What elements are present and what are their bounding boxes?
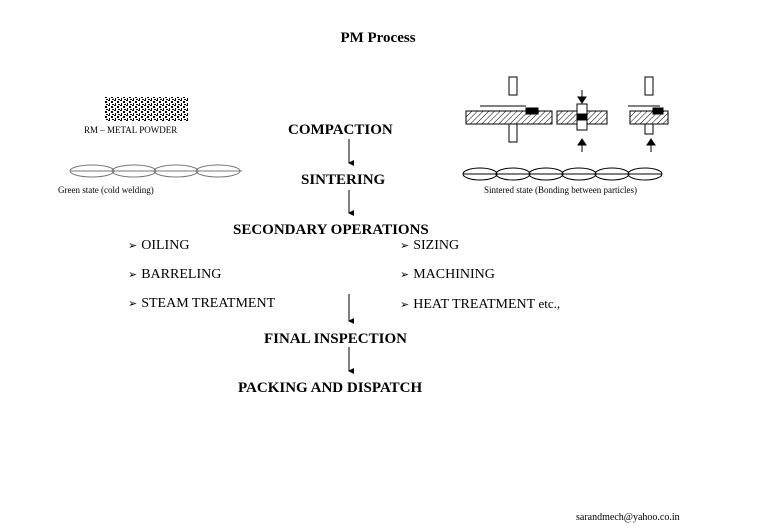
bullet-arrow-icon: ➢ bbox=[128, 298, 138, 310]
metal-powder-image bbox=[104, 97, 188, 121]
stage-sintering: SINTERING bbox=[301, 172, 386, 188]
operation-item: ➢MACHINING bbox=[400, 267, 495, 283]
bullet-arrow-icon: ➢ bbox=[400, 299, 410, 311]
metal-powder-label: RM – METAL POWDER bbox=[84, 125, 178, 135]
stage-packing-dispatch: PACKING AND DISPATCH bbox=[238, 380, 423, 396]
green-state-label: Green state (cold welding) bbox=[58, 185, 154, 195]
operation-label: MACHINING bbox=[413, 267, 495, 282]
operation-label: OILING bbox=[141, 238, 190, 253]
sintered-state-label: Sintered state (Bonding between particle… bbox=[484, 185, 637, 195]
sintered-state-image bbox=[462, 167, 663, 181]
bullet-arrow-icon: ➢ bbox=[128, 269, 138, 281]
operation-item: ➢HEAT TREATMENT etc., bbox=[400, 296, 560, 313]
green-state-image bbox=[69, 164, 242, 178]
stage-secondary-operations: SECONDARY OPERATIONS bbox=[233, 222, 429, 238]
operation-item: ➢STEAM TREATMENT bbox=[128, 296, 275, 312]
operation-item: ➢SIZING bbox=[400, 238, 459, 254]
page-title: PM Process bbox=[340, 30, 416, 46]
operation-item: ➢BARRELING bbox=[128, 267, 221, 283]
bullet-arrow-icon: ➢ bbox=[400, 269, 410, 281]
operation-label: HEAT TREATMENT bbox=[413, 297, 535, 312]
compaction-press-image bbox=[465, 76, 669, 152]
operation-label: BARRELING bbox=[141, 267, 222, 282]
operation-label: SIZING bbox=[413, 238, 460, 253]
operation-suffix: etc., bbox=[538, 296, 561, 311]
stage-compaction: COMPACTION bbox=[288, 122, 393, 138]
author-email: sarandmech@yahoo.co.in bbox=[576, 512, 680, 523]
bullet-arrow-icon: ➢ bbox=[400, 240, 410, 252]
bullet-arrow-icon: ➢ bbox=[128, 240, 138, 252]
operation-item: ➢OILING bbox=[128, 238, 189, 254]
stage-final-inspection: FINAL INSPECTION bbox=[264, 331, 407, 347]
operation-label: STEAM TREATMENT bbox=[141, 296, 276, 311]
